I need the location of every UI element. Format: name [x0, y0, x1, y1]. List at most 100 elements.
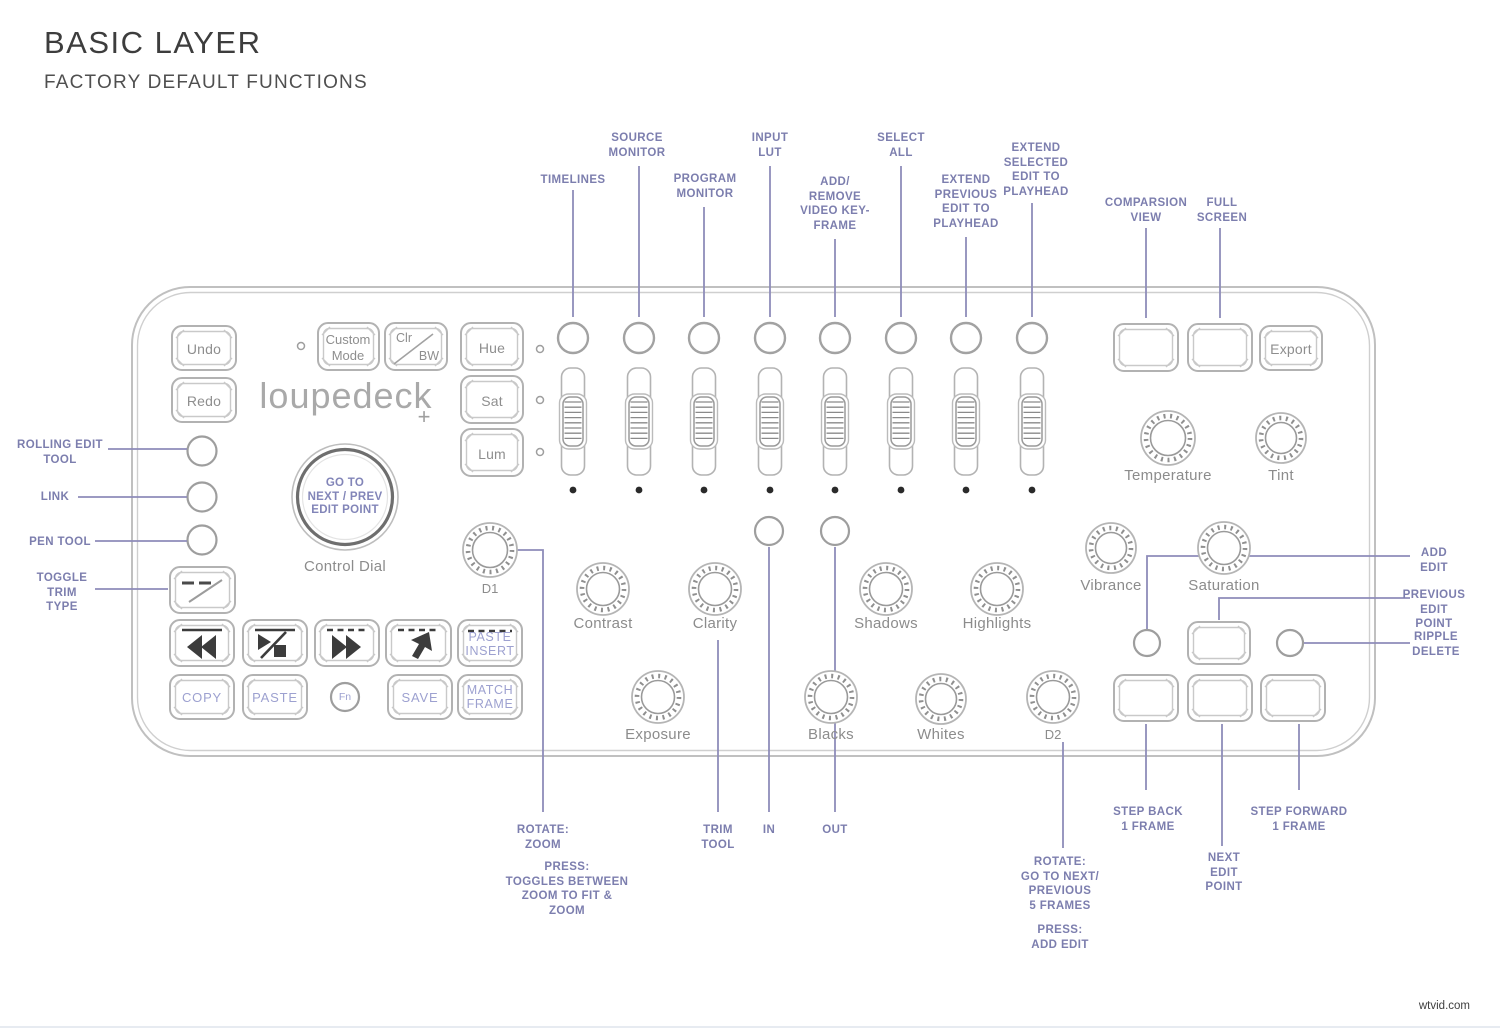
export-button [1259, 325, 1323, 371]
match-frame-button [457, 674, 523, 720]
callout-select-all: SELECT ALL [877, 132, 925, 159]
callout-add-remove-video-keyframe: ADD/ REMOVE VIDEO KEY- FRAME [800, 176, 870, 232]
knob-saturation-caption: Saturation [1188, 577, 1260, 594]
in-button [753, 515, 785, 547]
knob-exposure-caption: Exposure [625, 726, 691, 743]
step-forward-button [1260, 674, 1326, 722]
round-button-5 [818, 321, 852, 355]
page-title: BASIC LAYER [44, 25, 262, 60]
comparison-view-button [1113, 323, 1179, 372]
callout-rotate-zoom: ROTATE: ZOOM [516, 824, 570, 851]
out-button [819, 515, 851, 547]
round-button-1 [556, 321, 590, 355]
callout-rotate-5-frames: ROTATE: GO TO NEXT/ PREVIOUS 5 FRAMES [1020, 856, 1100, 912]
clr-label: Clr [396, 331, 412, 345]
rolling-edit-tool-button [186, 435, 218, 467]
knob-contrast-caption: Contrast [573, 615, 633, 632]
callout-step-back: STEP BACK 1 FRAME [1113, 806, 1183, 833]
knob-shadows [859, 562, 913, 616]
paste-button [242, 674, 308, 720]
round-button-4 [753, 321, 787, 355]
save-button-label: SAVE [401, 690, 439, 705]
callout-source-monitor: SOURCE MONITOR [608, 132, 666, 159]
step-back-button [1113, 674, 1179, 722]
callout-full-screen: FULL SCREEN [1196, 197, 1248, 224]
knob-tint-caption: Tint [1268, 467, 1294, 484]
bottom-edge-line [0, 1026, 1500, 1028]
link-button [186, 481, 218, 513]
play-stop-icon [255, 628, 295, 659]
custom-mode-button [317, 322, 380, 371]
knob-whites [915, 673, 967, 725]
knob-tint [1255, 412, 1307, 464]
knob-clarity-caption: Clarity [692, 615, 738, 632]
clr-bw-slash-icon [393, 333, 434, 365]
fader-column-7 [949, 321, 983, 494]
toggle-trim-type-button [169, 566, 236, 614]
callout-extend-previous: EXTEND PREVIOUS EDIT TO PLAYHEAD [933, 174, 999, 230]
fast-forward-icon [327, 628, 367, 659]
save-button [387, 674, 453, 720]
callout-press-add-edit: PRESS: ADD EDIT [1031, 924, 1089, 951]
control-dial-caption: Control Dial [304, 558, 386, 575]
redo-button [171, 377, 237, 423]
knob-vibrance-caption: Vibrance [1080, 577, 1142, 594]
control-dial [291, 443, 399, 551]
callout-ripple-delete: RIPPLE DELETE [1412, 631, 1460, 658]
copy-button [169, 674, 235, 720]
bw-label: BW [418, 349, 440, 363]
fn-button-label: Fn [338, 691, 352, 703]
export-button-label: Export [1270, 341, 1312, 357]
callout-program-monitor: PROGRAM MONITOR [673, 173, 737, 200]
fader-column-2 [622, 321, 656, 494]
knob-whites-caption: Whites [917, 726, 965, 743]
callout-add-edit: ADD EDIT [1420, 547, 1448, 574]
pen-tool-button [186, 524, 218, 556]
callout-pen-tool: PEN TOOL [29, 536, 91, 548]
lum-button-label: Lum [478, 446, 506, 462]
rewind-icon [182, 628, 222, 659]
callout-lines [78, 166, 1410, 848]
round-button-8 [1015, 321, 1049, 355]
knob-d1 [462, 522, 518, 578]
callout-comparsion-view: COMPARSION VIEW [1104, 197, 1188, 224]
fn-button [329, 681, 361, 713]
fader-column-3 [687, 321, 721, 494]
next-edit-point-button [1187, 674, 1253, 722]
fader-column-5 [818, 321, 852, 494]
paste-insert-label: PASTE INSERT [465, 630, 515, 658]
callout-step-forward: STEP FORWARD 1 FRAME [1250, 806, 1348, 833]
knob-exposure [631, 670, 685, 724]
lum-button [460, 428, 524, 477]
add-edit-button [1132, 628, 1162, 658]
round-button-6 [884, 321, 918, 355]
control-dial-label: GO TO NEXT / PREV EDIT POINT [307, 477, 383, 516]
callout-out: OUT [822, 824, 848, 836]
ripple-delete-button [1275, 628, 1305, 658]
knob-blacks [804, 670, 858, 724]
callout-next-edit-point: NEXT EDIT POINT [1205, 852, 1243, 893]
hue-button-label: Hue [478, 340, 506, 356]
custom-mode-label: Custom Mode [325, 332, 371, 363]
toggle-trim-type-icon [182, 579, 223, 603]
undo-button [171, 325, 237, 371]
knob-temperature-caption: Temperature [1124, 467, 1212, 484]
fader-column-4 [753, 321, 787, 494]
knob-clarity [688, 562, 742, 616]
full-screen-button [1187, 323, 1253, 372]
callout-timelines: TIMELINES [540, 174, 606, 186]
knob-contrast [576, 562, 630, 616]
callout-press-toggles: PRESS: TOGGLES BETWEEN ZOOM TO FIT & ZOO… [505, 861, 629, 917]
watermark: wtvid.com [1418, 1000, 1470, 1012]
cursor-icon [398, 628, 440, 659]
callout-toggle-trim-type: TOGGLE TRIM TYPE [36, 572, 88, 613]
redo-button-label: Redo [186, 393, 222, 409]
undo-button-label: Undo [186, 341, 222, 357]
brand-plus: + [417, 404, 431, 429]
match-frame-label: MATCH FRAME [466, 683, 514, 711]
knob-highlights-caption: Highlights [962, 615, 1032, 632]
knob-highlights [970, 562, 1024, 616]
page-subtitle: FACTORY DEFAULT FUNCTIONS [44, 72, 368, 93]
callout-in: IN [762, 824, 776, 836]
